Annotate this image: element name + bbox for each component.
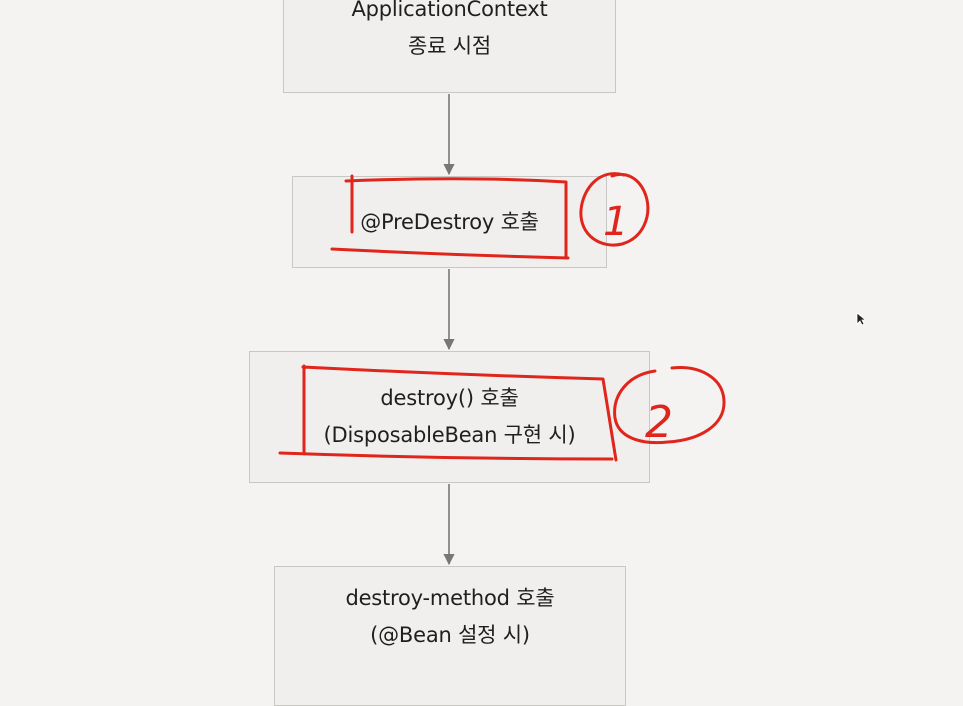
flow-step-applicationcontext-shutdown: ApplicationContext 종료 시점: [283, 0, 616, 93]
flow-step-destroy-method: destroy-method 호출 (@Bean 설정 시): [274, 566, 626, 706]
flow-step-3-line-2: (DisposableBean 구현 시): [323, 423, 576, 447]
flow-step-predestroy: @PreDestroy 호출: [292, 176, 607, 268]
flow-step-3-line-1: destroy() 호출: [380, 386, 519, 410]
flow-step-2-line-1: @PreDestroy 호출: [360, 209, 539, 234]
flow-step-1-line-1: ApplicationContext: [351, 0, 548, 21]
mouse-pointer-icon: [856, 312, 866, 326]
flow-step-4-line-1: destroy-method 호출: [345, 586, 555, 610]
diagram-overlay: 1 2: [278, 94, 726, 566]
flow-step-1-line-2: 종료 시점: [408, 33, 491, 58]
flow-step-disposablebean-destroy: destroy() 호출 (DisposableBean 구현 시): [249, 351, 650, 483]
flow-step-4-line-2: (@Bean 설정 시): [370, 623, 530, 647]
